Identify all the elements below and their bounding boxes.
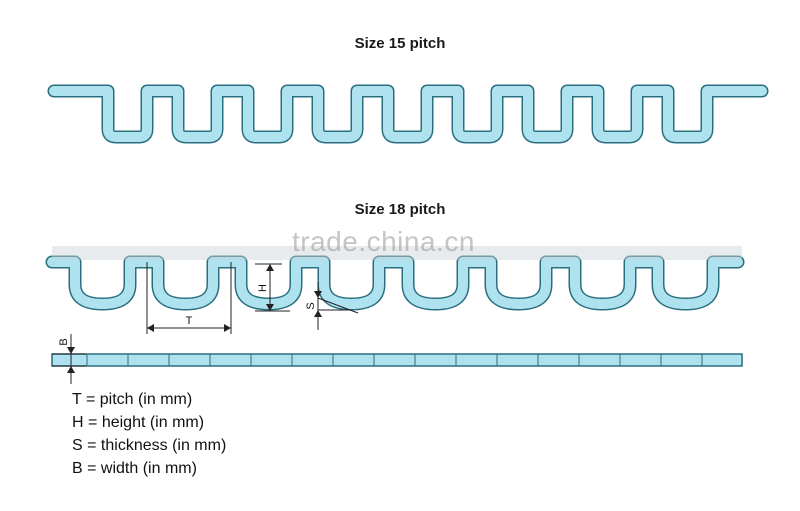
wire-outline <box>47 84 769 144</box>
legend-text: height (in mm) <box>101 414 205 431</box>
s-label: S <box>305 302 317 309</box>
legend-symbol: T <box>72 391 82 408</box>
legend-text: width (in mm) <box>100 460 197 477</box>
width-strip <box>51 353 743 367</box>
s-arrow-up <box>314 310 322 317</box>
dimension-lines: T H S B <box>52 262 359 384</box>
legend-symbol: S <box>72 437 83 454</box>
s-arrow-down <box>314 291 322 298</box>
t-label: T <box>186 315 193 327</box>
h-arrow-up <box>266 264 274 271</box>
wire-fill <box>47 257 743 309</box>
h-arrow-down <box>266 304 274 311</box>
watermark: trade.china.cn <box>292 226 475 257</box>
legend-eq: = <box>88 414 98 431</box>
t-arrow-right <box>224 324 231 332</box>
legend-row-h: H = height (in mm) <box>72 411 226 434</box>
size-18-profile <box>45 246 745 311</box>
legend-symbol: H <box>72 414 84 431</box>
wire-fill <box>49 86 767 142</box>
legend-eq: = <box>87 460 97 477</box>
legend: T = pitch (in mm) H = height (in mm) S =… <box>72 388 226 480</box>
legend-symbol: B <box>72 460 83 477</box>
legend-text: pitch (in mm) <box>99 391 193 408</box>
strip-body <box>51 353 743 367</box>
h-label: H <box>257 284 269 292</box>
legend-row-s: S = thickness (in mm) <box>72 434 226 457</box>
blurred-band <box>52 246 742 260</box>
size-15-title: Size 15 pitch <box>354 35 446 52</box>
s-extension-top <box>317 297 359 314</box>
legend-eq: = <box>85 391 96 408</box>
size-15-profile <box>47 84 769 144</box>
b-arrow-up <box>67 366 75 373</box>
legend-text: thickness (in mm) <box>100 437 227 454</box>
legend-eq: = <box>87 437 97 454</box>
legend-row-t: T = pitch (in mm) <box>72 388 226 411</box>
b-label: B <box>58 338 70 345</box>
b-arrow-down <box>67 347 75 354</box>
size-18-title: Size 18 pitch <box>354 201 446 218</box>
t-arrow-left <box>147 324 154 332</box>
legend-row-b: B = width (in mm) <box>72 457 226 480</box>
